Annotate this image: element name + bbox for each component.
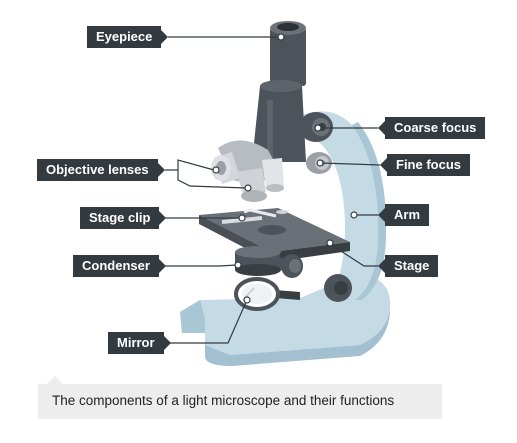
arm-dot xyxy=(350,211,358,219)
eyepiece-dot xyxy=(277,33,285,41)
label-stage: Stage xyxy=(377,255,439,277)
diagram-caption: The components of a light microscope and… xyxy=(52,393,395,408)
label-fine-focus: Fine focus xyxy=(379,154,471,176)
label-objective-lenses: Objective lenses xyxy=(37,159,165,181)
objective-dot-a xyxy=(212,166,220,174)
label-arm: Arm xyxy=(377,204,430,226)
condenser-leader xyxy=(162,264,237,267)
objective-dot-b xyxy=(244,184,252,192)
fine-focus-leader xyxy=(320,162,381,166)
label-coarse-focus: Coarse focus xyxy=(377,117,486,139)
stage-leader xyxy=(329,243,378,267)
lower-adjust-knob xyxy=(324,274,352,302)
objective-leader-a xyxy=(165,159,215,171)
label-condenser: Condenser xyxy=(73,255,166,277)
label-stage-clip: Stage clip xyxy=(80,207,167,229)
condenser-dot xyxy=(234,261,242,269)
label-eyepiece: Eyepiece xyxy=(87,26,169,48)
condenser-unit xyxy=(235,246,303,278)
objective-lens-assembly xyxy=(211,140,284,202)
leader-dots xyxy=(212,33,358,304)
stage-clip-dot xyxy=(238,214,246,222)
eyepiece-tube xyxy=(252,21,306,162)
microscope-arm xyxy=(292,111,387,300)
leader-lines xyxy=(162,36,381,344)
stage-dot xyxy=(326,239,334,247)
objective-leader-b xyxy=(177,170,247,189)
label-mirror: Mirror xyxy=(108,332,171,354)
fine-focus-dot xyxy=(316,159,324,167)
coarse-focus-dot xyxy=(314,124,322,132)
caption-box: The components of a light microscope and… xyxy=(38,376,442,419)
mirror-dot xyxy=(243,296,251,304)
mirror-leader xyxy=(163,301,247,344)
